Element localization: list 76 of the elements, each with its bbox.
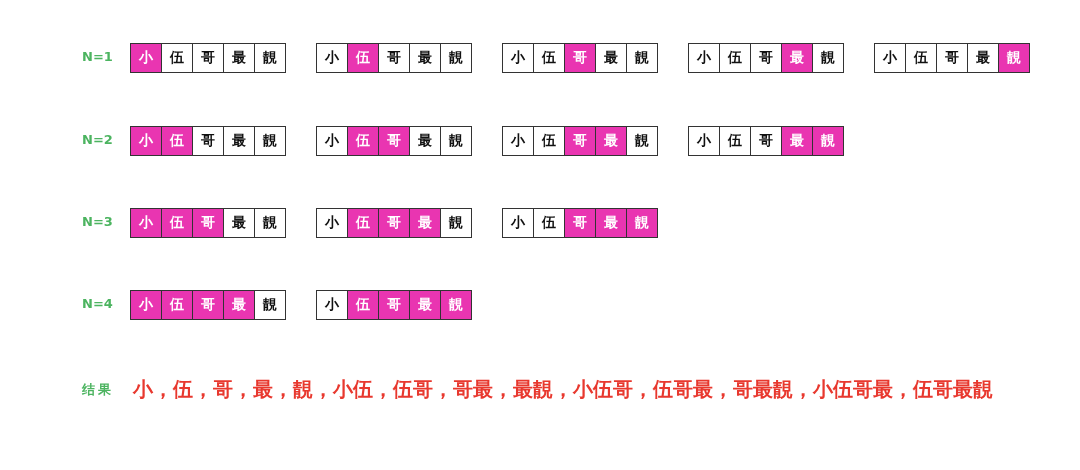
character-cell: 伍 [719,126,751,156]
window-character-cell: 小 [130,290,162,320]
window-character-cell: 伍 [161,290,193,320]
character-cell: 靚 [254,208,286,238]
character-cell: 最 [409,43,441,73]
character-cell: 小 [316,43,348,73]
character-cell: 小 [502,43,534,73]
window-character-cell: 哥 [378,208,410,238]
character-cell: 最 [967,43,999,73]
character-cell: 最 [223,43,255,73]
window-character-cell: 伍 [347,43,379,73]
character-cell: 最 [595,43,627,73]
character-cell: 哥 [750,126,782,156]
window-character-cell: 小 [130,43,162,73]
character-cell: 伍 [719,43,751,73]
character-cell: 哥 [750,43,782,73]
character-cell: 小 [502,208,534,238]
row-label: N=1 [82,49,113,64]
character-cell: 小 [688,43,720,73]
window-character-cell: 哥 [378,126,410,156]
window-character-cell: 哥 [192,290,224,320]
window-character-cell: 哥 [564,208,596,238]
window-character-cell: 最 [781,43,813,73]
character-cell: 小 [316,290,348,320]
window-character-cell: 伍 [161,126,193,156]
window-character-cell: 伍 [347,126,379,156]
character-cell: 小 [316,126,348,156]
window-character-cell: 靚 [998,43,1030,73]
window-character-cell: 小 [130,126,162,156]
window-character-cell: 哥 [192,208,224,238]
window-character-cell: 哥 [564,43,596,73]
character-cell: 伍 [161,43,193,73]
character-cell: 靚 [440,208,472,238]
window-character-cell: 最 [409,290,441,320]
window-character-cell: 最 [409,208,441,238]
character-cell: 靚 [626,126,658,156]
window-character-cell: 小 [130,208,162,238]
row-label: N=3 [82,214,113,229]
result-label: 结果 [82,381,114,399]
character-cell: 靚 [626,43,658,73]
window-character-cell: 最 [595,208,627,238]
window-character-cell: 伍 [347,290,379,320]
window-character-cell: 伍 [347,208,379,238]
window-character-cell: 最 [781,126,813,156]
character-cell: 小 [316,208,348,238]
window-character-cell: 靚 [812,126,844,156]
character-cell: 小 [502,126,534,156]
character-cell: 伍 [905,43,937,73]
character-cell: 哥 [936,43,968,73]
character-cell: 靚 [812,43,844,73]
character-cell: 小 [874,43,906,73]
character-cell: 伍 [533,43,565,73]
character-cell: 小 [688,126,720,156]
character-cell: 伍 [533,126,565,156]
character-cell: 最 [409,126,441,156]
character-cell: 最 [223,126,255,156]
window-character-cell: 伍 [161,208,193,238]
character-cell: 靚 [254,126,286,156]
character-cell: 哥 [378,43,410,73]
row-label: N=4 [82,296,113,311]
window-character-cell: 最 [595,126,627,156]
character-cell: 靚 [254,43,286,73]
result-text: 小，伍，哥，最，靚，小伍，伍哥，哥最，最靚，小伍哥，伍哥最，哥最靚，小伍哥最，伍哥最靚 [133,376,993,403]
row-label: N=2 [82,132,113,147]
character-cell: 哥 [192,43,224,73]
character-cell: 靚 [254,290,286,320]
character-cell: 靚 [440,43,472,73]
window-character-cell: 最 [223,290,255,320]
character-cell: 靚 [440,126,472,156]
character-cell: 最 [223,208,255,238]
window-character-cell: 靚 [440,290,472,320]
character-cell: 伍 [533,208,565,238]
window-character-cell: 靚 [626,208,658,238]
character-cell: 哥 [192,126,224,156]
window-character-cell: 哥 [378,290,410,320]
window-character-cell: 哥 [564,126,596,156]
